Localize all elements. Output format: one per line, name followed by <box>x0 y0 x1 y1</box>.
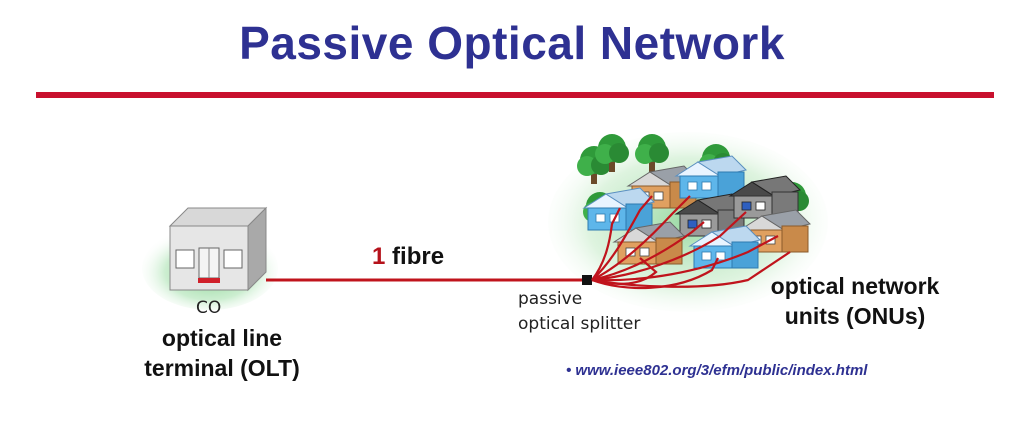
co-building-icon <box>142 206 278 310</box>
drop-fibres <box>591 195 791 290</box>
fibre-label: 1 fibre <box>372 243 444 271</box>
onu-label-line2: units (ONUs) <box>784 303 926 329</box>
splitter-label-line1: passive <box>518 289 583 309</box>
page-title: Passive Optical Network <box>239 17 785 69</box>
splitter-icon <box>582 275 592 285</box>
co-label: CO <box>196 298 222 318</box>
olt-label-line2: terminal (OLT) <box>144 355 300 381</box>
onu-homes-icon <box>548 132 828 312</box>
fibre-count: 1 <box>372 243 386 270</box>
reference-link[interactable]: • www.ieee802.org/3/efm/public/index.htm… <box>566 362 868 379</box>
fibre-word: fibre <box>392 243 445 270</box>
title-divider <box>36 92 994 98</box>
onu-label-line1: optical network <box>770 273 940 299</box>
olt-label-line1: optical line <box>161 325 283 351</box>
splitter-label-line2: optical splitter <box>518 314 641 334</box>
